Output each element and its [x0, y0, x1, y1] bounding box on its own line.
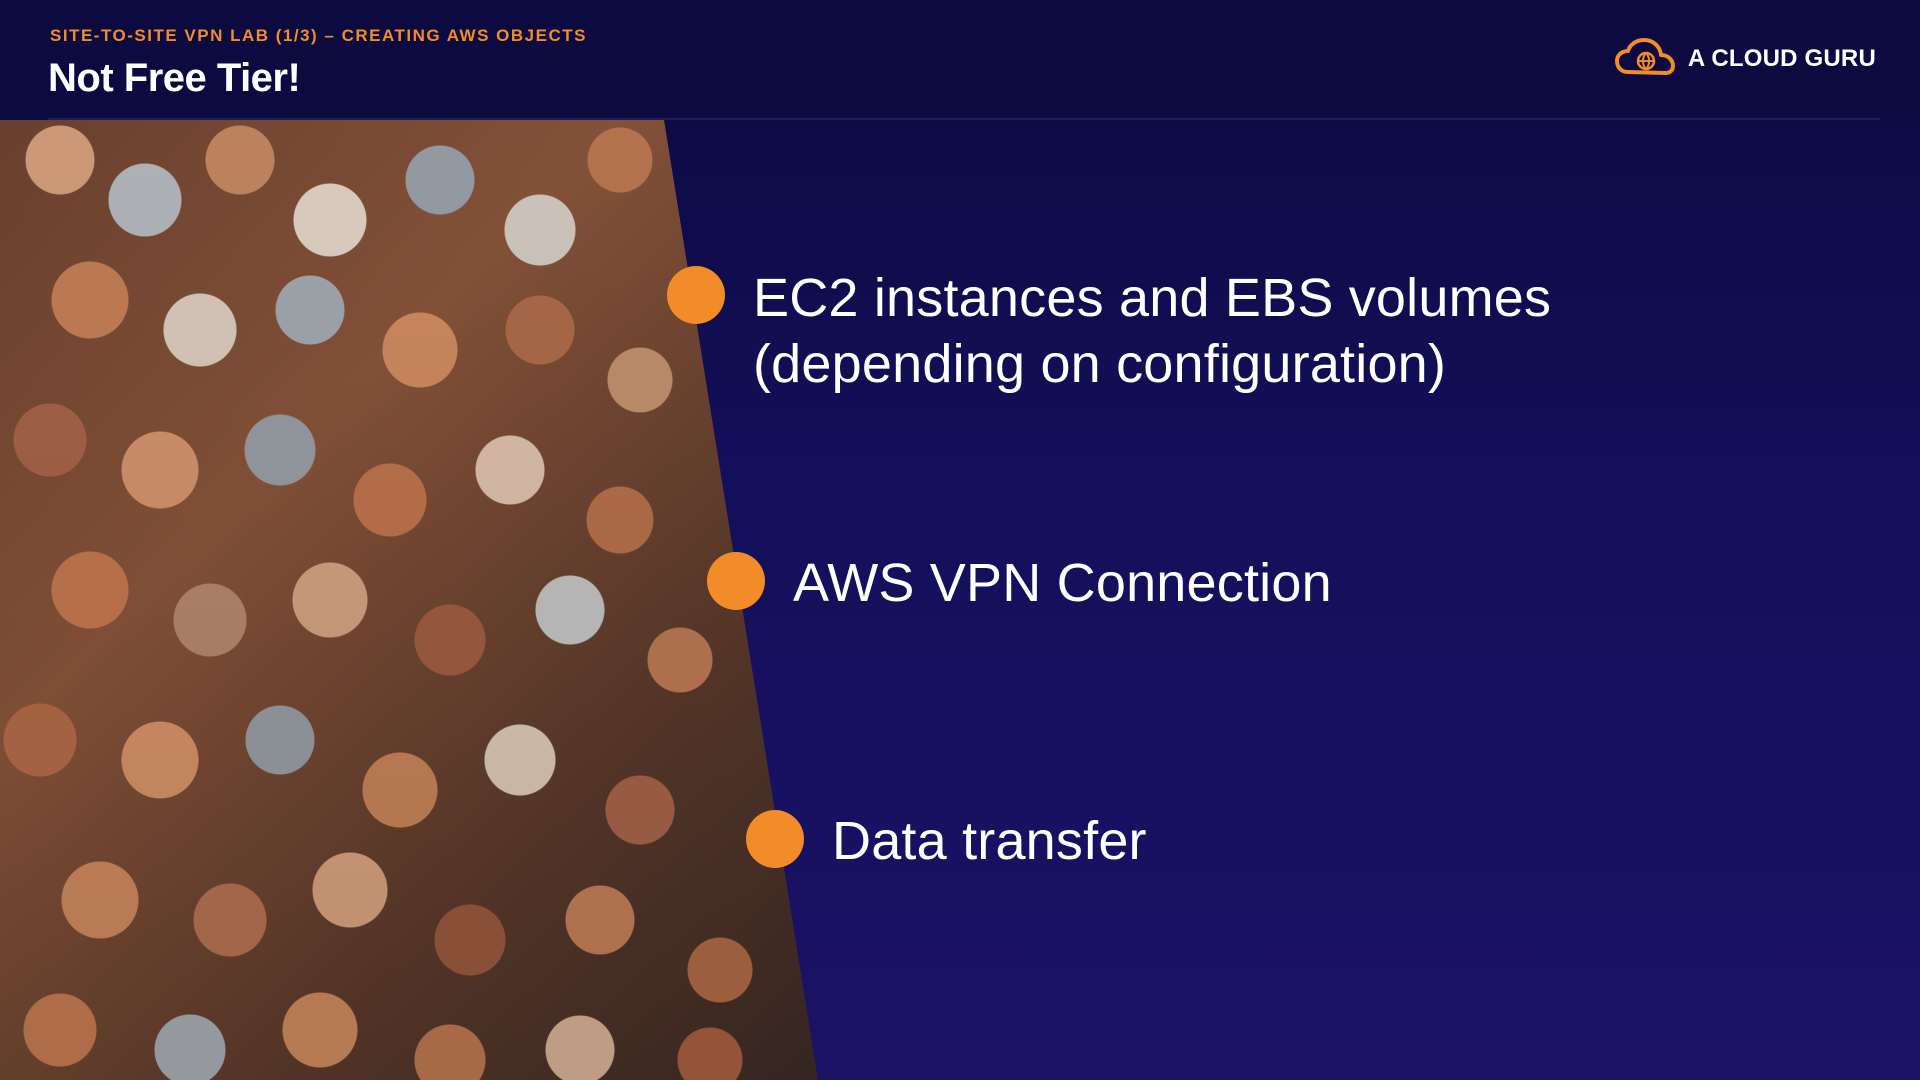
bullet-item-data-transfer: Data transfer [746, 808, 1147, 874]
bullet-line: (depending on configuration) [753, 334, 1447, 394]
header-divider [48, 118, 1880, 120]
section-label: SITE-TO-SITE VPN LAB (1/3) – CREATING AW… [50, 26, 587, 45]
bullet-text: Data transfer [832, 811, 1147, 871]
brand-logo: A CLOUD GURU [1614, 38, 1876, 80]
bullet-dot [667, 266, 725, 324]
cloud-icon [1614, 38, 1675, 75]
bullet-text: EC2 instances and EBS volumes (depending… [753, 265, 1551, 397]
bullet-item-ec2: EC2 instances and EBS volumes (depending… [667, 265, 1551, 397]
coins-photo-overlay [0, 120, 818, 1080]
bullet-dot [746, 810, 804, 868]
bullet-line: EC2 instances and EBS volumes [753, 268, 1552, 328]
logo-wordmark: A CLOUD GURU [1687, 45, 1876, 72]
slide-title: Not Free Tier! [48, 56, 301, 100]
header-bar [0, 0, 1920, 118]
bullet-item-vpn: AWS VPN Connection [707, 550, 1332, 616]
bullet-dot [707, 552, 765, 610]
bullet-text: AWS VPN Connection [793, 553, 1332, 613]
